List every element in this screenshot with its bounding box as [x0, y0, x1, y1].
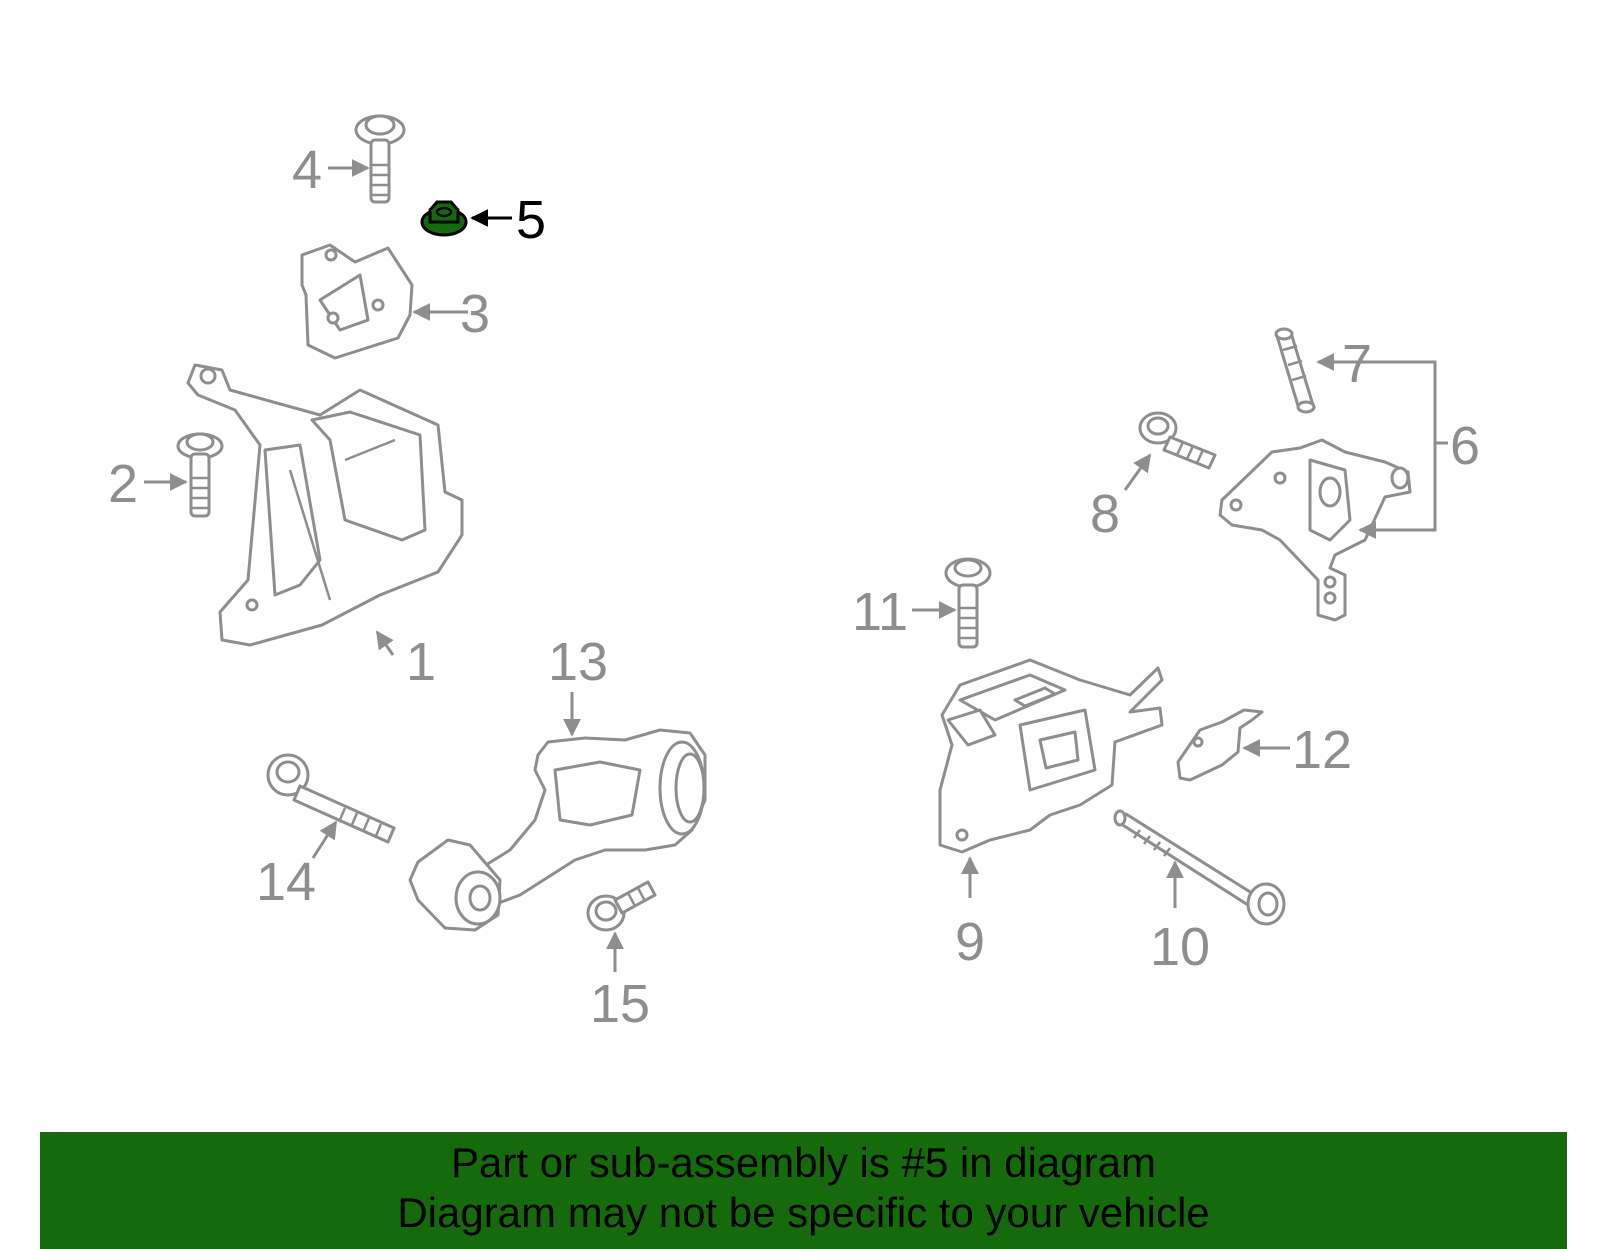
- leader-lines: [144, 159, 1448, 972]
- callout-13: 13: [548, 632, 608, 692]
- part-2-bolt[interactable]: [176, 432, 224, 518]
- callout-14: 14: [256, 852, 316, 912]
- callout-1: 1: [406, 632, 436, 692]
- part-8-bolt[interactable]: [1138, 411, 1217, 470]
- callout-10: 10: [1150, 917, 1210, 977]
- part-6-right-bracket[interactable]: [1218, 438, 1412, 622]
- callout-8: 8: [1090, 484, 1120, 544]
- part-1-mount-bracket[interactable]: [186, 363, 464, 647]
- callout-2: 2: [108, 454, 138, 514]
- callout-15: 15: [590, 974, 650, 1034]
- callout-7: 7: [1342, 334, 1372, 394]
- info-banner: Part or sub-assembly is #5 in diagram Di…: [40, 1132, 1567, 1249]
- part-14-bolt[interactable]: [266, 753, 396, 844]
- callout-4: 4: [292, 140, 322, 200]
- callout-labels: 1 2 3 4 5 6 7 8 9 10 11 12 13 14 15: [108, 140, 1480, 1034]
- part-5-nut-highlighted[interactable]: [420, 200, 468, 237]
- banner-line-disclaimer: Diagram may not be specific to your vehi…: [397, 1189, 1210, 1236]
- callout-5: 5: [516, 190, 546, 250]
- callout-12: 12: [1292, 720, 1352, 780]
- callout-6: 6: [1450, 416, 1480, 476]
- part-12-small-bracket[interactable]: [1176, 708, 1264, 782]
- part-15-bolt[interactable]: [586, 880, 657, 932]
- part-13-torque-rod[interactable]: [408, 728, 707, 932]
- banner-line-part-number: Part or sub-assembly is #5 in diagram: [451, 1139, 1156, 1186]
- part-7-stud[interactable]: [1274, 327, 1316, 414]
- part-11-bolt[interactable]: [944, 557, 992, 649]
- callout-11: 11: [852, 582, 908, 642]
- part-10-long-bolt[interactable]: [1113, 809, 1286, 926]
- part-9-mount-housing[interactable]: [938, 658, 1164, 854]
- part-3-upper-bracket[interactable]: [300, 243, 414, 360]
- callout-3: 3: [460, 284, 490, 344]
- part-4-bolt[interactable]: [354, 114, 406, 204]
- callout-9: 9: [955, 912, 985, 972]
